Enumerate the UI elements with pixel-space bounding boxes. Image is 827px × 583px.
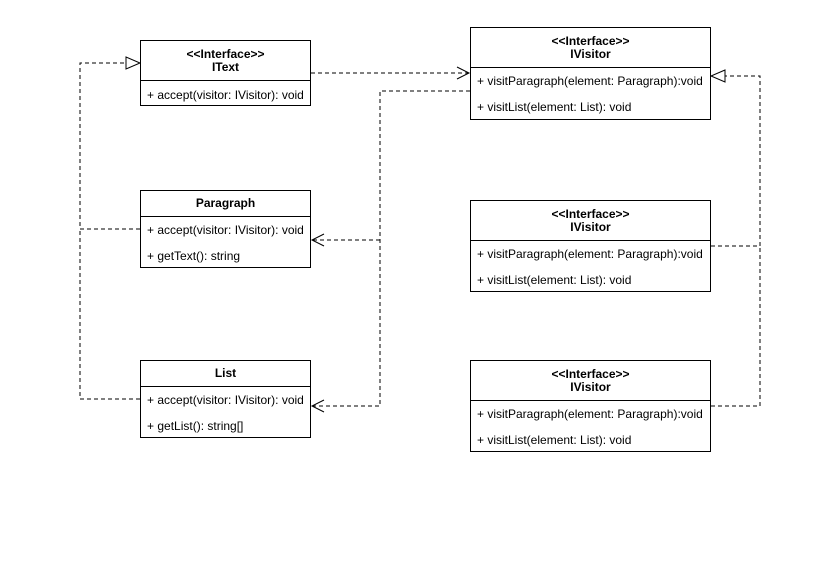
class-ivisitor-3[interactable]: <<Interface>> IVisitor + visitParagraph(… [470,360,711,452]
ivisitor-dependency-arrowhead [456,66,471,80]
class-paragraph[interactable]: Paragraph + accept(visitor: IVisitor): v… [140,190,311,268]
class-name: IVisitor [570,379,611,394]
method-accept: + accept(visitor: IVisitor): void [147,88,304,102]
class-header: <<Interface>> IText [141,41,310,81]
stereotype-label: <<Interface>> [551,33,630,48]
class-header: Paragraph [141,191,310,217]
realization-paragraph-itext-line [79,62,140,230]
realization-list-itext-line [79,229,140,400]
class-name: List [214,366,237,380]
method-get-list: + getList(): string[] [147,419,244,433]
class-name: Paragraph [195,196,256,210]
list-dependency-arrowhead [310,399,325,413]
method-visit-paragraph: + visitParagraph(element: Paragraph):voi… [477,247,703,261]
paragraph-dependency-arrowhead [310,233,325,247]
method-visit-list: + visitList(element: List): void [477,100,632,114]
class-list[interactable]: List + accept(visitor: IVisitor): void +… [140,360,311,438]
method-visit-paragraph: + visitParagraph(element: Paragraph):voi… [477,74,703,88]
method-visit-list: + visitList(element: List): void [477,433,632,447]
stereotype-label: <<Interface>> [551,206,630,221]
class-name: IVisitor [570,219,611,234]
method-visit-list: + visitList(element: List): void [477,273,632,287]
class-header: <<Interface>> IVisitor [471,201,710,241]
realization-visitor3-ivisitor-line [711,246,761,407]
class-header: <<Interface>> IVisitor [471,361,710,401]
method-accept: + accept(visitor: IVisitor): void [147,223,304,237]
class-ivisitor-2[interactable]: <<Interface>> IVisitor + visitParagraph(… [470,200,711,292]
class-itext[interactable]: <<Interface>> IText + accept(visitor: IV… [140,40,311,106]
class-name: IVisitor [570,46,611,61]
realization-visitor2-ivisitor-line [711,75,761,247]
itext-realization-arrowhead [125,56,142,70]
class-ivisitor-1[interactable]: <<Interface>> IVisitor + visitParagraph(… [470,27,711,120]
class-header: <<Interface>> IVisitor [471,28,710,68]
stereotype-label: <<Interface>> [186,46,265,61]
method-visit-paragraph: + visitParagraph(element: Paragraph):voi… [477,407,703,421]
class-name: IText [211,59,240,74]
ivisitor-realization-arrowhead [709,69,726,83]
dependency-ivisitor-paragraph-list-line [312,90,470,407]
method-get-text: + getText(): string [147,249,241,263]
stereotype-label: <<Interface>> [551,366,630,381]
class-header: List [141,361,310,387]
method-accept: + accept(visitor: IVisitor): void [147,393,304,407]
